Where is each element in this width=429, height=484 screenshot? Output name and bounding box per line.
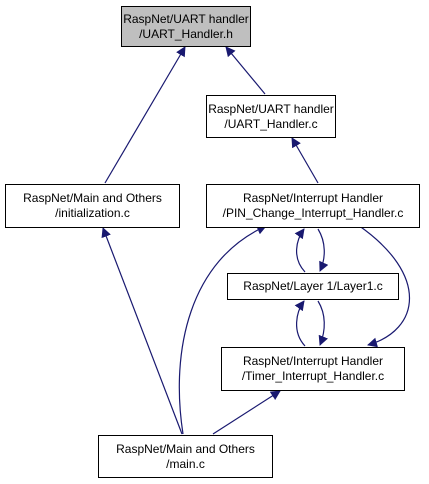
edge-pin-to-timer xyxy=(357,224,410,348)
edge-layer1-to-timer xyxy=(317,300,328,346)
node-label: RaspNet/Interrupt Handler xyxy=(242,354,384,368)
node-label: RaspNet/UART handler xyxy=(123,11,249,26)
node-pin-change-interrupt-handler-c[interactable]: RaspNet/Interrupt Handler /PIN_Change_In… xyxy=(206,184,420,228)
node-uart-handler-c[interactable]: RaspNet/UART handler /UART_Handler.c xyxy=(206,95,336,138)
edge-main-to-pin xyxy=(178,225,267,435)
node-label: /initialization.c xyxy=(55,206,130,220)
node-timer-interrupt-handler-c[interactable]: RaspNet/Interrupt Handler /Timer_Interru… xyxy=(221,347,405,391)
edge-layer1-to-pin xyxy=(294,228,306,273)
node-label: /UART_Handler.c xyxy=(224,116,318,131)
node-label: RaspNet/UART handler xyxy=(208,101,334,116)
edge-timer-to-layer1 xyxy=(294,300,306,347)
node-label: RaspNet/Interrupt Handler xyxy=(242,191,384,205)
node-label: /PIN_Change_Interrupt_Handler.c xyxy=(222,206,404,220)
node-label: RaspNet/Main and Others xyxy=(116,441,255,456)
node-label: /Timer_Interrupt_Handler.c xyxy=(241,369,385,383)
node-layer1-c[interactable]: RaspNet/Layer 1/Layer1.c xyxy=(227,273,399,300)
node-uart-handler-h[interactable]: RaspNet/UART handler /UART_Handler.h xyxy=(121,6,251,47)
edge-pin-to-uart-c xyxy=(291,137,319,184)
node-main-c[interactable]: RaspNet/Main and Others /main.c xyxy=(98,435,273,478)
node-label: RaspNet/Main and Others xyxy=(23,191,162,205)
node-label: /main.c xyxy=(166,456,205,471)
edge-main-to-init xyxy=(101,227,183,435)
edge-pin-to-layer1 xyxy=(317,228,329,272)
node-label: /UART_Handler.h xyxy=(139,26,233,41)
edge-uart-c-to-uart-h xyxy=(225,46,266,95)
edge-main-to-timer xyxy=(212,390,281,435)
node-label: RaspNet/Layer 1/Layer1.c xyxy=(243,279,383,293)
edge-init-to-uart-h xyxy=(104,46,186,184)
node-initialization-c[interactable]: RaspNet/Main and Others /initialization.… xyxy=(5,184,180,228)
